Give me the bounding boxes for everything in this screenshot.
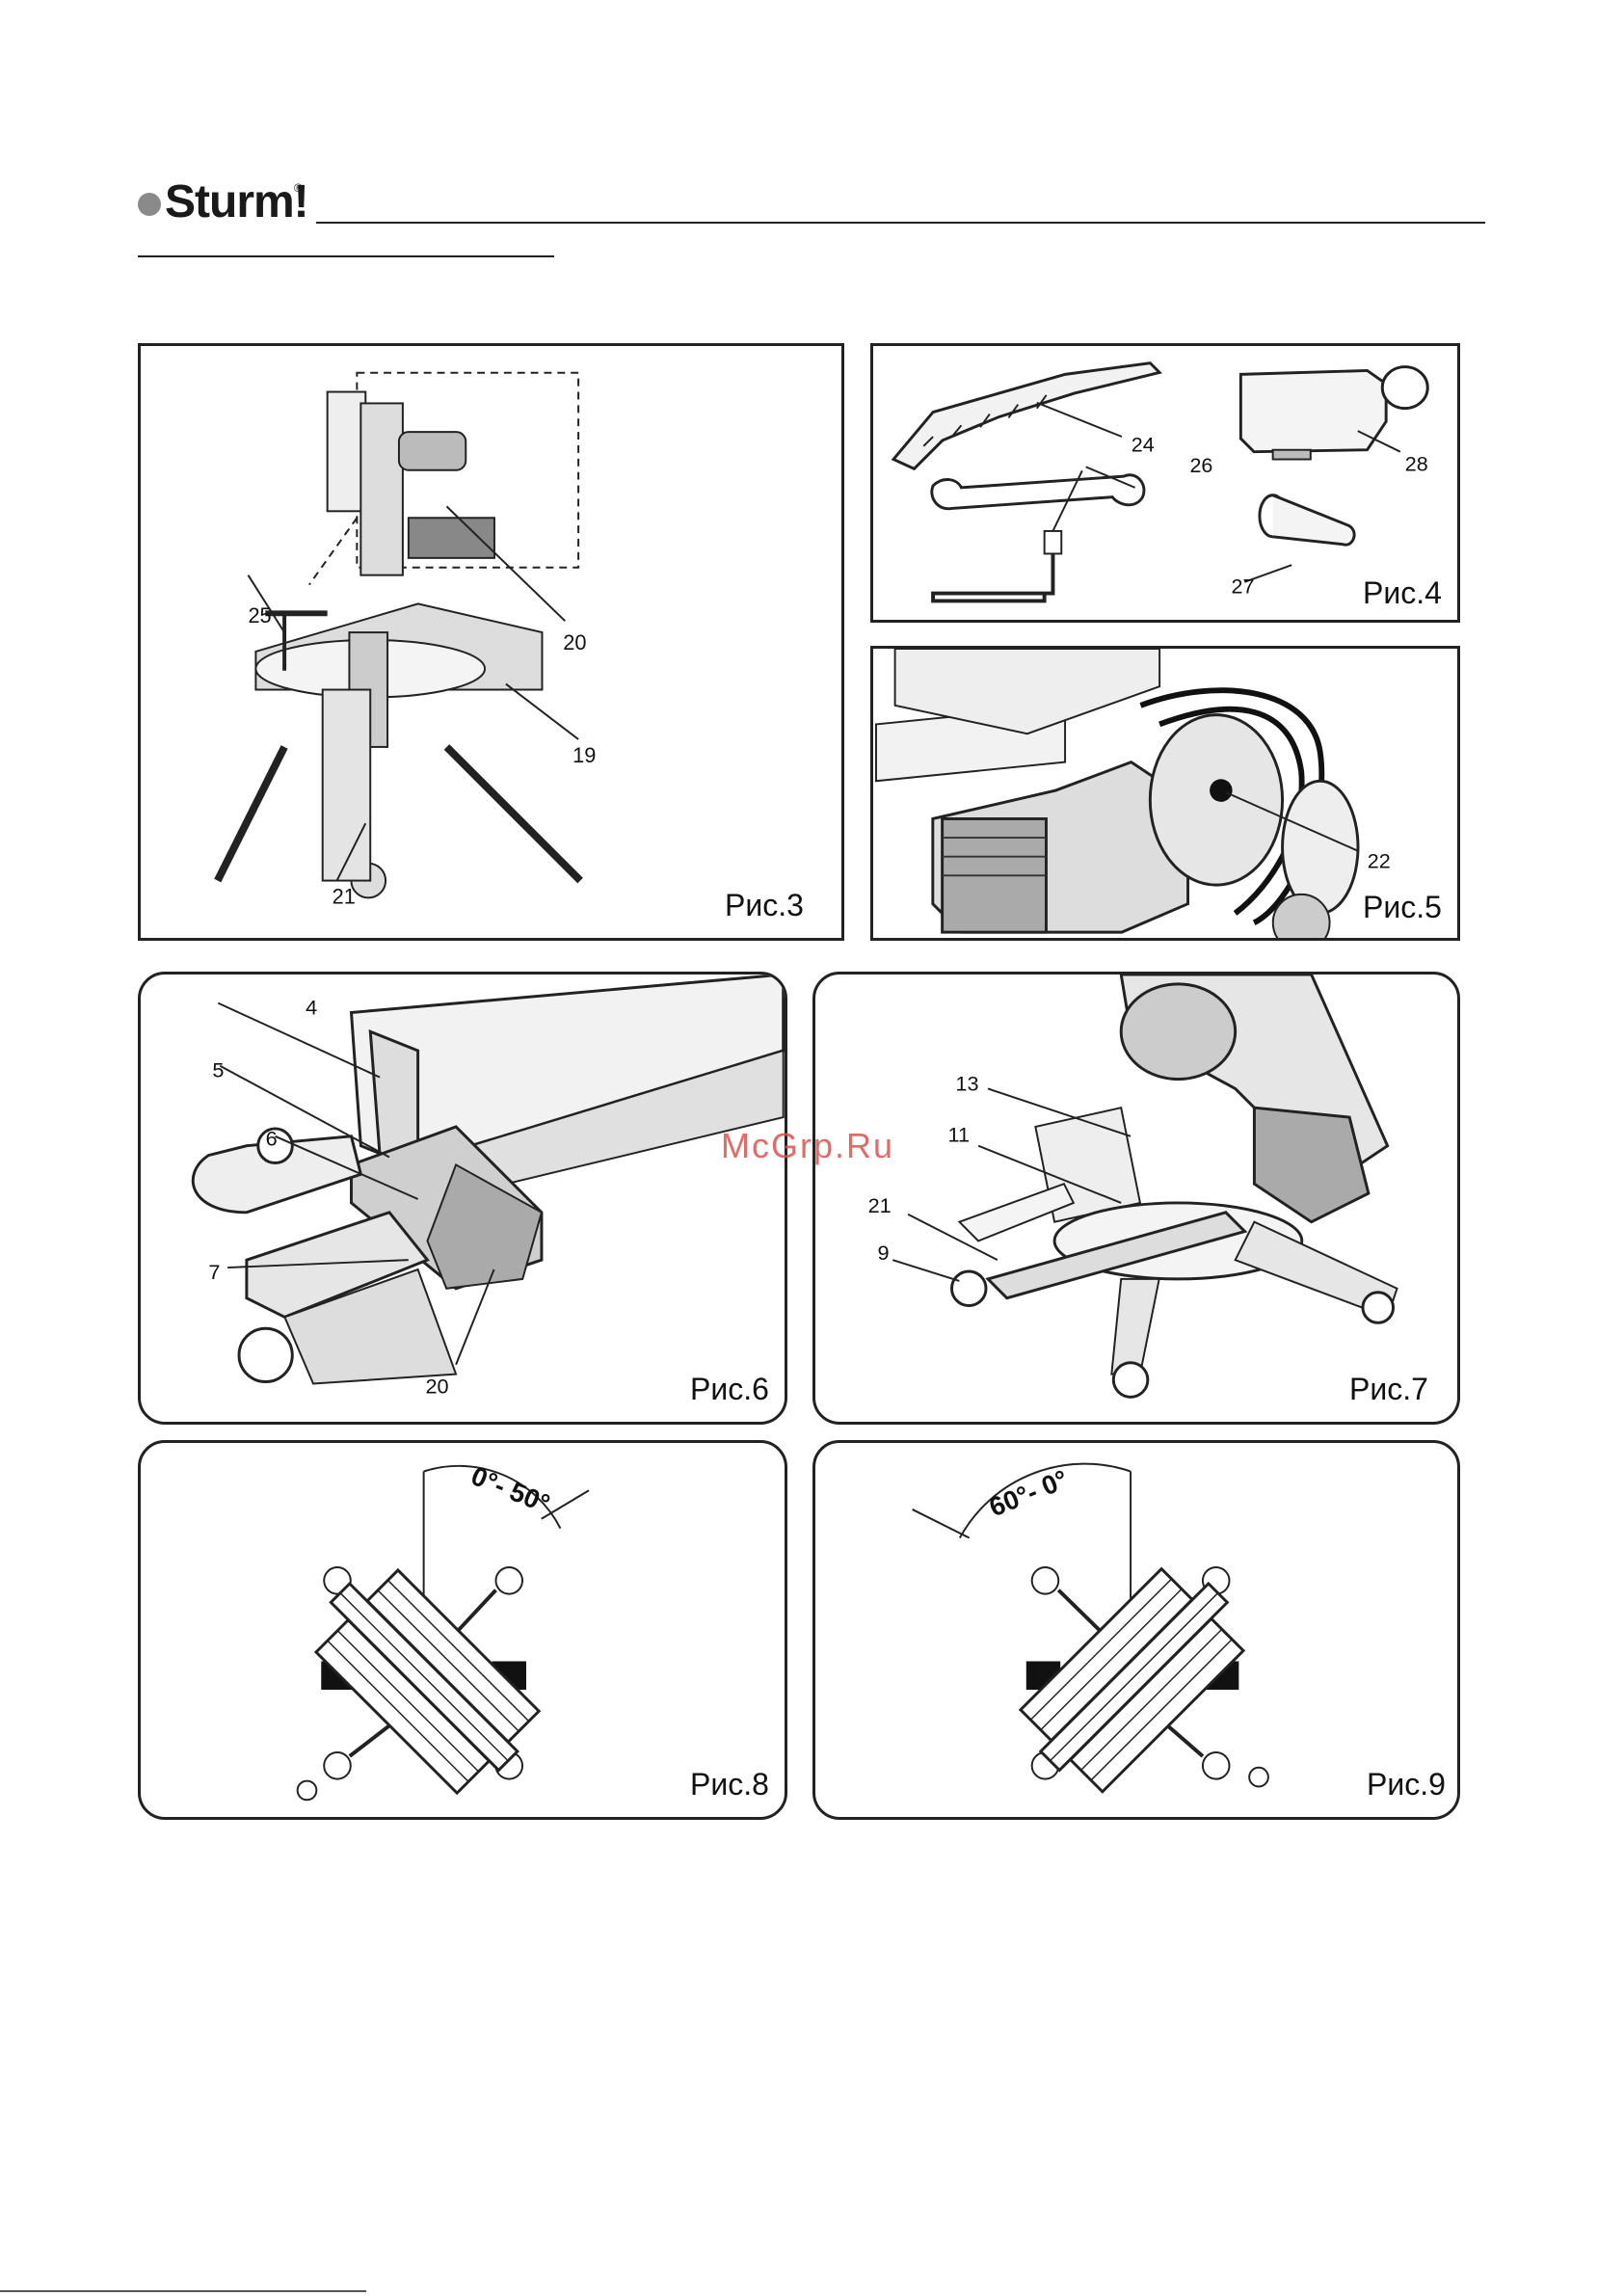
figure-7-caption: Рис.7 (1349, 1372, 1428, 1407)
registered-mark: ® (294, 181, 303, 195)
fig7-label-13: 13 (955, 1071, 978, 1095)
fig4-label-28: 28 (1405, 452, 1428, 475)
fig6-label-5: 5 (212, 1058, 224, 1082)
figure-3-drawing: 25 20 19 21 (141, 346, 841, 938)
fig4-label-27: 27 (1232, 575, 1255, 599)
figure-5-panel: 22 Рис.5 (870, 646, 1460, 941)
fig4-label-24: 24 (1131, 434, 1155, 457)
fig6-label-7: 7 (208, 1260, 220, 1284)
fig7-label-11: 11 (948, 1123, 971, 1147)
figure-8-drawing: 0°- 50° (141, 1443, 785, 1817)
figure-9-drawing: 60°- 0° (815, 1443, 1457, 1817)
brand-logo: Sturm! (165, 175, 308, 229)
figure-3-caption: Рис.3 (725, 888, 804, 923)
figure-3-panel: 25 20 19 21 Рис.3 (138, 343, 844, 941)
figure-4-caption: Рис.4 (1363, 575, 1442, 611)
fig6-label-20: 20 (425, 1374, 448, 1398)
footer-rule (0, 2290, 366, 2292)
watermark-text: McGrp.Ru (721, 1126, 894, 1166)
figure-7-panel: 13 11 21 9 Рис.7 (812, 972, 1460, 1425)
figure-6-drawing: 4 5 6 7 20 (141, 974, 785, 1422)
fig8-angle-label: 0°- 50° (467, 1460, 554, 1519)
figure-9-panel: 60°- 0° Рис.9 (812, 1440, 1460, 1820)
fig3-label-21: 21 (333, 884, 356, 908)
figure-9-caption: Рис.9 (1367, 1767, 1446, 1802)
figure-6-panel: 4 5 6 7 20 Рис.6 (138, 972, 787, 1425)
fig6-label-4: 4 (306, 995, 317, 1019)
figure-8-panel: 0°- 50° Рис.8 (138, 1440, 787, 1820)
header-subrule (138, 255, 554, 257)
header-rule (316, 222, 1485, 224)
fig6-label-6: 6 (266, 1127, 278, 1151)
figure-6-caption: Рис.6 (690, 1372, 769, 1407)
figure-5-caption: Рис.5 (1363, 890, 1442, 925)
fig7-label-9: 9 (877, 1241, 889, 1265)
fig3-label-25: 25 (248, 603, 271, 627)
figure-8-caption: Рис.8 (690, 1767, 769, 1802)
figure-4-panel: 24 26 28 27 Рис.4 (870, 343, 1460, 623)
fig7-label-21: 21 (868, 1193, 892, 1217)
fig3-label-20: 20 (563, 630, 586, 654)
brand-logo-dot-icon (138, 193, 161, 216)
fig3-label-19: 19 (572, 743, 596, 767)
figure-7-drawing: 13 11 21 9 (815, 974, 1457, 1422)
fig4-label-26: 26 (1189, 454, 1212, 477)
fig5-label-22: 22 (1368, 848, 1391, 872)
fig9-angle-label: 60°- 0° (985, 1464, 1072, 1523)
